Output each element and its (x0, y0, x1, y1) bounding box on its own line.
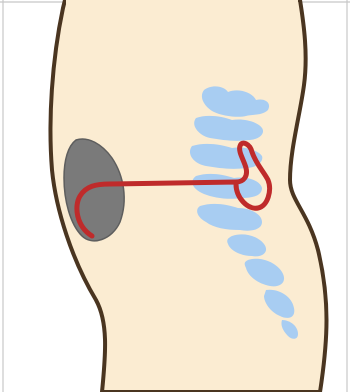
torso-top-opening (66, 0, 298, 4)
